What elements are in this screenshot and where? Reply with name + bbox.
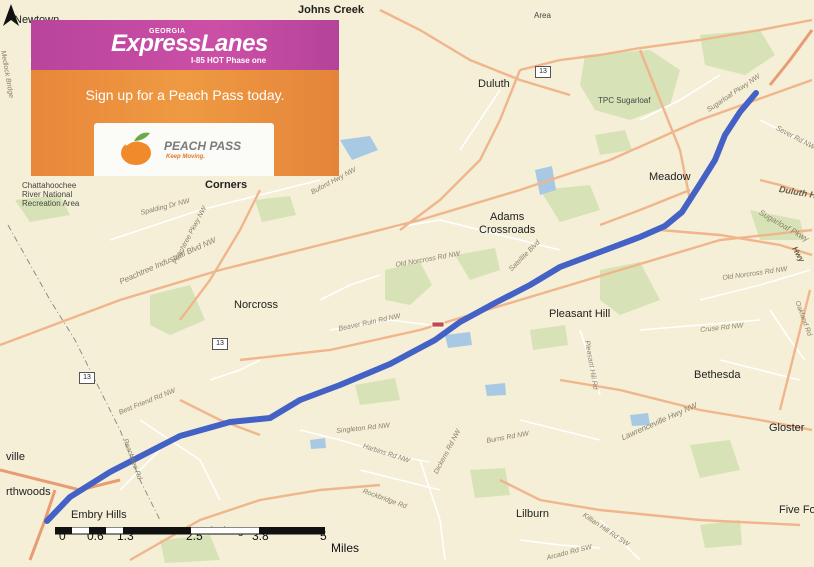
county-boundary [7,224,161,521]
peach-pass-logo-card: PEACH PASS Keep Moving. [94,123,274,176]
label-bethesda: Bethesda [694,369,741,381]
peach-pass-banner[interactable]: GEORGIA ExpressLanes I-85 HOT Phase one … [31,20,339,176]
banner-subtitle: I-85 HOT Phase one [191,56,267,65]
i85-express-lane-route[interactable] [44,90,759,524]
peach-icon [121,132,151,165]
label-five-forks: Five Fo [779,504,814,516]
interchange-marker [431,321,445,328]
label-chattahoochee: Chattahoochee River National Recreation … [22,181,80,208]
label-embry-hills: Embry Hills [71,509,127,521]
label-area: Area [534,11,551,20]
label-ville: ville [6,451,25,463]
banner-brand-text: ExpressLanes [111,30,268,57]
label-pleasant-hill: Pleasant Hill [549,308,611,320]
banner-signup-text: Sign up for a Peach Pass today. [85,87,285,103]
peach-pass-name: PEACH PASS [164,139,242,153]
label-corners: Corners [205,179,248,191]
scale-tick-label: 5 [320,529,327,543]
label-meadow: Meadow [649,171,691,183]
label-northwoods: rthwoods [6,486,51,498]
scale-tick-label: 0 [59,529,66,543]
scale-bar: 0 0.6 1.3 2.5 3.8 5 Miles [55,527,365,559]
label-tpc-sugarloaf: TPC Sugarloaf [598,96,651,105]
route-13-shield: 13 [535,66,551,78]
north-arrow-icon [3,4,19,26]
label-duluth: Duluth [478,78,510,90]
route-13-shield: 13 [212,338,228,350]
scale-units: Miles [331,541,360,555]
route-13-shield: 13 [79,372,95,384]
major-roads [0,8,813,562]
label-lilburn: Lilburn [516,508,550,520]
banner-georgia-text: GEORGIA [149,28,186,35]
label-norcross: Norcross [234,299,279,311]
label-adams-crossroads: Adams Crossroads [479,211,536,236]
scale-bar-graphic [55,527,325,535]
label-gloster: Gloster [769,422,805,434]
park-areas [15,30,805,563]
express-lanes-header: GEORGIA ExpressLanes I-85 HOT Phase one [31,20,339,70]
peach-pass-tagline: Keep Moving. [166,154,206,160]
label-johns-creek: Johns Creek [298,4,365,16]
